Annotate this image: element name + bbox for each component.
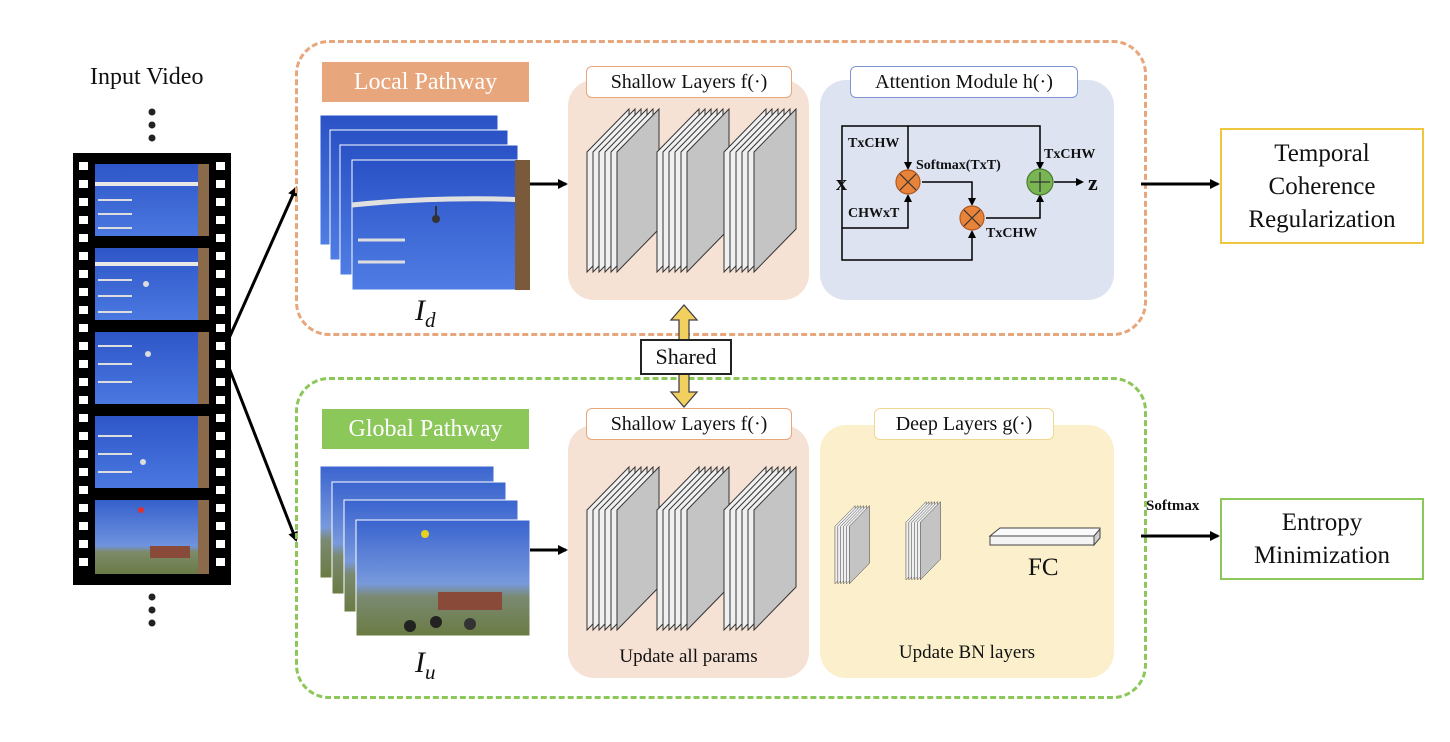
global-image-caption-sub: u — [425, 660, 436, 684]
local-pathway-box — [295, 40, 1147, 336]
softmax-output-label: Softmax — [1146, 498, 1200, 514]
attention-graph — [841, 125, 1084, 261]
multiply-op-1 — [895, 169, 921, 195]
attention-tag: Attention Module h(·) — [850, 66, 1078, 98]
local-image-stack — [319, 114, 531, 291]
global-shallow-tag: Shallow Layers f(·) — [586, 408, 792, 440]
attention-softmax-label: Softmax(TxT) — [916, 158, 1001, 173]
attention-panel — [820, 80, 1114, 300]
attention-txchw-bottom: TxCHW — [986, 226, 1038, 241]
deep-tag: Deep Layers g(·) — [874, 408, 1054, 440]
arrow-to-local — [224, 186, 298, 346]
local-shallow-tag: Shallow Layers f(·) — [586, 66, 792, 98]
global-image-stack — [319, 465, 531, 637]
temporal-line-1: Temporal — [1274, 139, 1370, 167]
fc-layer — [988, 527, 1101, 547]
add-op — [1026, 168, 1054, 196]
attention-x-label: x — [836, 170, 847, 195]
entropy-line-2: Minimization — [1253, 542, 1391, 569]
temporal-coherence-box: Temporal Coherence Regularization — [1220, 128, 1424, 244]
local-shallow-layers — [586, 108, 797, 273]
entropy-line-1: Entropy — [1281, 509, 1363, 536]
shared-label: Shared — [640, 339, 732, 375]
multiply-op-2 — [959, 205, 985, 231]
global-shallow-caption: Update all params — [619, 646, 758, 667]
attention-chwxt-label: CHWxT — [848, 206, 900, 221]
film-frame-5 — [95, 500, 209, 574]
deep-caption: Update BN layers — [898, 642, 1036, 663]
temporal-line-2: Coherence — [1268, 172, 1376, 200]
film-frame-3 — [95, 332, 209, 404]
film-strip — [73, 153, 231, 585]
film-frame-1 — [95, 164, 209, 236]
temporal-line-3: Regularization — [1248, 205, 1396, 233]
global-pathway-box — [295, 377, 1147, 699]
arrow-to-global — [224, 359, 298, 542]
fc-label: FC — [1028, 554, 1059, 581]
local-pathway-label: Local Pathway — [322, 62, 529, 102]
entropy-minimization-box: Entropy Minimization — [1220, 498, 1424, 580]
attention-txchw-right: TxCHW — [1044, 147, 1096, 162]
global-pathway-label: Global Pathway — [322, 409, 529, 449]
film-frame-4 — [95, 416, 209, 488]
global-image-caption-base: I — [415, 646, 425, 679]
input-dots-top — [148, 108, 156, 142]
local-image-caption-sub: d — [425, 308, 436, 332]
film-sprocket-holes — [79, 162, 225, 566]
deep-layers — [834, 501, 941, 585]
global-image-caption: Iu — [415, 646, 436, 685]
attention-txchw-top: TxCHW — [848, 136, 900, 151]
global-shallow-layers — [586, 466, 797, 631]
film-frame-2 — [95, 248, 209, 320]
local-image-caption: Id — [415, 294, 436, 333]
attention-z-label: z — [1088, 170, 1098, 195]
local-image-caption-base: I — [415, 294, 425, 327]
input-dots-bottom — [148, 593, 156, 627]
input-video-title: Input Video — [90, 64, 204, 90]
